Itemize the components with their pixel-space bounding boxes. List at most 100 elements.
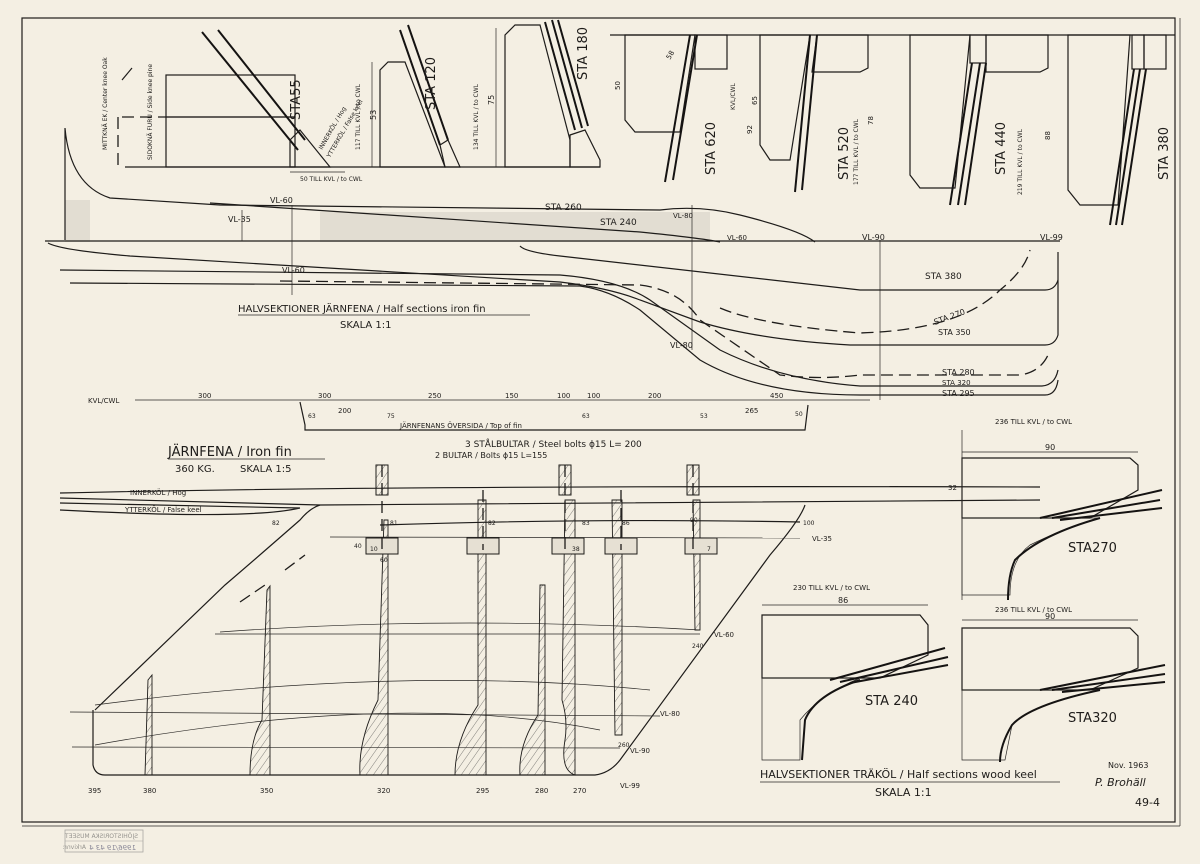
waterline-label: VL-60 xyxy=(714,631,734,639)
archive-stamp: SJÖHISTORISKA MUSEET Arkivnr: 1996/19 43… xyxy=(63,829,144,853)
edge-point: 240 xyxy=(692,643,704,650)
label-bolts: 2 BULTAR / Bolts ϕ15 L=155 xyxy=(435,451,547,460)
dim-sta520-b: 92 xyxy=(746,125,754,134)
label-vl80-a: VL-80 xyxy=(673,212,693,220)
label-false-keel-fin: YTTERKÖL / False keel xyxy=(124,505,202,514)
sub-dim: 63 xyxy=(308,413,316,420)
label-sta440: STA 440 xyxy=(994,122,1009,175)
dim-sta440-a: 177 TILL KVL / to CWL xyxy=(853,118,860,185)
label-top-of-fin: JÄRNFENANS ÖVERSIDA / Top of fin xyxy=(399,421,522,430)
label-hog-fin: INNERKÖL / Hog xyxy=(130,488,186,497)
dim-sta520-a: 65 xyxy=(751,96,759,105)
label-sta380-b: STA 380 xyxy=(925,272,962,282)
dim-sta620-b: 50 xyxy=(614,81,622,90)
dim-sta380-a: 219 TILL KVL / to CWL xyxy=(1017,128,1024,195)
label-sta295: STA 295 xyxy=(942,389,975,398)
depth-label: 90 xyxy=(690,517,698,524)
iron-fin-title: JÄRNFENA / Iron fin xyxy=(167,444,292,460)
iron-fin-weight: 360 KG. xyxy=(175,464,215,475)
iron-fin-sections-title: HALVSEKTIONER JÄRNFENA / Half sections i… xyxy=(238,302,486,315)
label-sta350: STA 350 xyxy=(938,328,971,337)
dim-to-cwl: 236 TILL KVL / to CWL xyxy=(995,606,1072,614)
spacing-label: 200 xyxy=(648,392,661,400)
label-sta320-b: STA 320 xyxy=(942,379,971,387)
section-sta55: STA55 MITTKNÄ EK / Center knee Oak SIDOK… xyxy=(102,29,600,183)
drawing-date: Nov. 1963 xyxy=(1108,761,1148,770)
dim-height: 32 xyxy=(948,484,957,492)
small-dim: 60 xyxy=(380,557,388,564)
sub-dim: 200 xyxy=(338,407,351,415)
dim-width: 86 xyxy=(838,596,848,605)
dim-sta180-b: 75 xyxy=(487,95,496,105)
iron-fin-sections-scale: SKALA 1:1 xyxy=(340,320,391,331)
label-sta180: STA 180 xyxy=(576,27,591,80)
waterline-label: VL-80 xyxy=(660,710,680,718)
label-sta240: STA 240 xyxy=(865,694,918,709)
depth-label: 100 xyxy=(803,520,815,527)
label-sta320: STA320 xyxy=(1068,711,1117,726)
label-sta270-b: STA 270 xyxy=(933,307,967,327)
section-wood-sta240: 230 TILL KVL / to CWL 86 STA 240 xyxy=(761,584,949,761)
sub-dim: 75 xyxy=(387,413,395,420)
label-vl60-a: VL-60 xyxy=(270,196,293,205)
dim-to-cwl: 236 TILL KVL / to CWL xyxy=(995,418,1072,426)
station-label: 295 xyxy=(476,787,489,795)
label-sta240: STA 240 xyxy=(600,218,637,228)
label-vl35: VL-35 xyxy=(228,215,251,224)
station-label: 395 xyxy=(88,787,101,795)
drawing-number: 49-4 xyxy=(1135,796,1160,809)
stamp-museum: SJÖHISTORISKA MUSEET xyxy=(65,833,138,840)
depth-label: 82 xyxy=(272,520,280,527)
station-label: 280 xyxy=(535,787,548,795)
dim-sta440-b: 78 xyxy=(867,116,875,125)
depth-label: 82 xyxy=(488,520,496,527)
half-sections-iron-fin: VL-60 VL-35 STA 260 STA 240 VL-80 VL-60 … xyxy=(45,127,1063,400)
iron-fin-scale: SKALA 1:5 xyxy=(240,464,291,475)
dim-sta55: 50 TILL KVL / to CWL xyxy=(300,176,363,183)
signature: P. Brohäll xyxy=(1095,776,1146,789)
spacing-label: 100 xyxy=(557,392,570,400)
depth-label: 86 xyxy=(622,520,630,527)
label-center-knee: MITTKNÄ EK / Center knee Oak xyxy=(102,57,109,150)
label-vl90: VL-90 xyxy=(862,233,885,242)
spacing-label: 150 xyxy=(505,392,518,400)
dim-to-cwl: 230 TILL KVL / to CWL xyxy=(793,584,870,592)
label-sta380: STA 380 xyxy=(1157,127,1172,180)
station-label: 350 xyxy=(260,787,273,795)
small-dim: 10 xyxy=(370,546,378,553)
dim-sta120-b: 53 xyxy=(369,110,378,120)
spacing-label: 450 xyxy=(770,392,783,400)
edge-point: 260 xyxy=(618,742,630,749)
label-vl60-b: VL-60 xyxy=(727,234,747,242)
section-sta180: STA 180 134 TILL KVL / to CWL 75 xyxy=(473,19,601,168)
dim-width: 90 xyxy=(1045,443,1055,452)
waterline-label: VL-90 xyxy=(630,747,650,755)
depth-label: 81 xyxy=(390,520,398,527)
spacing-label: 300 xyxy=(198,392,211,400)
spacing-label: 100 xyxy=(587,392,600,400)
dim-sta180-a: 134 TILL KVL / to CWL xyxy=(473,83,480,150)
label-sta280: STA 280 xyxy=(942,368,975,377)
dim-kvl: KVL/CWL xyxy=(730,82,737,110)
iron-fin-elevation: KVL/CWL 300 300 250 150 100 100 200 450 … xyxy=(59,392,1041,795)
datum-kvl: KVL/CWL xyxy=(88,397,119,405)
label-vl60-c: VL-60 xyxy=(282,266,305,275)
dim-width: 90 xyxy=(1045,612,1055,621)
wood-keel-scale: SKALA 1:1 xyxy=(875,786,932,799)
waterline-label: VL-99 xyxy=(620,782,640,790)
station-label: 270 xyxy=(573,787,586,795)
wood-keel-title: HALVSEKTIONER TRÄKÖL / Half sections woo… xyxy=(760,768,1037,781)
sub-dim: 63 xyxy=(582,413,590,420)
station-label: 320 xyxy=(377,787,390,795)
stamp-archive-number: 1996/19 43 4 xyxy=(89,844,136,852)
label-sta620: STA 620 xyxy=(704,122,719,175)
label-vl80-b: VL-80 xyxy=(670,341,693,350)
label-side-knee: SIDOKNÄ FURU / Side knee pine xyxy=(147,64,154,160)
stamp-archive-label: Arkivnr: xyxy=(63,844,86,851)
label-steel-bolts: 3 STÅLBULTAR / Steel bolts ϕ15 L= 200 xyxy=(465,438,642,450)
spacing-label: 250 xyxy=(428,392,441,400)
small-dim: 40 xyxy=(354,543,362,550)
sub-dim: 265 xyxy=(745,407,758,415)
sub-dim: 50 xyxy=(795,411,803,418)
